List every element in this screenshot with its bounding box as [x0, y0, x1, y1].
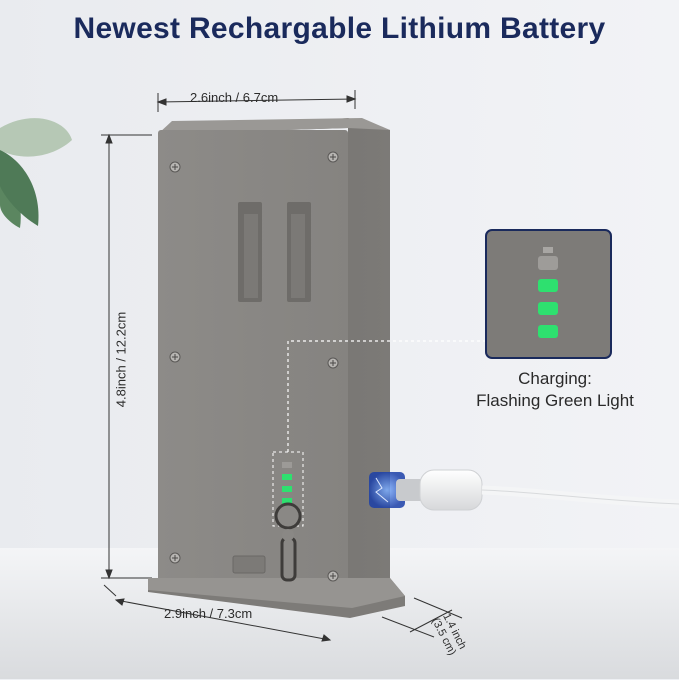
page-title: Newest Rechargable Lithium Battery	[73, 12, 606, 45]
top-width-dimension-line	[156, 90, 357, 112]
usb-c-charging-cable	[369, 469, 679, 511]
depth-dimension-line	[381, 597, 463, 638]
callout-connector-line	[287, 340, 486, 452]
charging-caption-line2: Flashing Green Light	[476, 391, 634, 410]
latch-slots	[238, 202, 311, 302]
height-label: 4.8inch / 12.2cm	[113, 311, 129, 408]
charging-caption-line1: Charging:	[518, 369, 592, 388]
battery-base-flange-top	[148, 578, 405, 608]
battery-side-face	[158, 118, 390, 585]
height-dimension-line	[101, 133, 152, 580]
battery-front-face	[158, 130, 348, 585]
bottom-width-dimension-line	[103, 584, 332, 642]
screw-slots	[172, 154, 336, 579]
indicator-zoom-callout	[485, 229, 612, 359]
keyhole-mount	[232, 502, 302, 582]
charging-caption: Charging: Flashing Green Light	[450, 368, 660, 412]
plant-leaves-decoration	[0, 118, 72, 228]
top-width-label: 2.6inch / 6.7cm	[190, 90, 279, 105]
bottom-width-label: 2.9inch / 7.3cm	[164, 606, 253, 621]
